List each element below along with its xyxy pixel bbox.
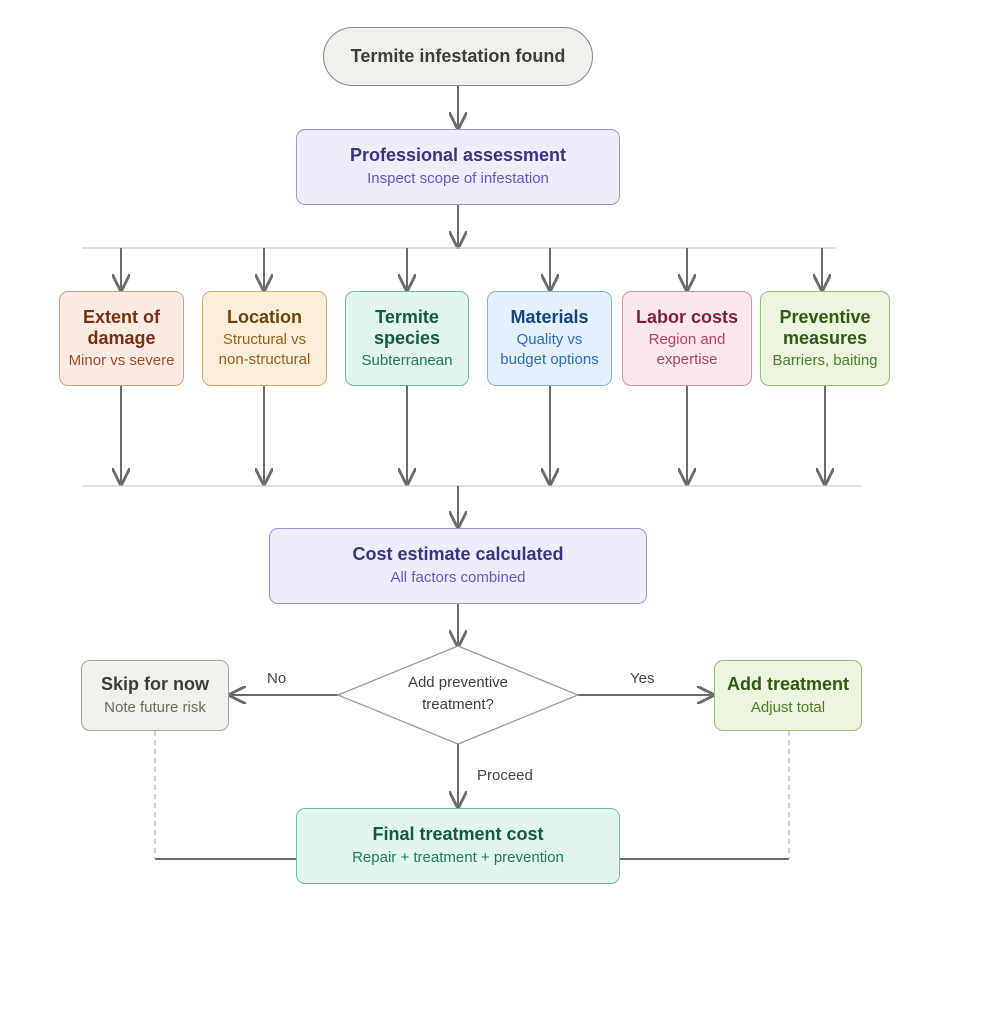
estimate-title: Cost estimate calculated <box>352 544 564 564</box>
edge-label-proceed: Proceed <box>477 767 533 784</box>
add-treatment-node: Add treatment Adjust total <box>714 660 862 731</box>
assessment-node: Professional assessment Inspect scope of… <box>296 129 620 205</box>
start-title: Termite infestation found <box>350 46 566 66</box>
edge-label-yes: Yes <box>630 670 655 687</box>
factor-subtitle: Structural vs non-structural <box>218 331 311 368</box>
final-cost-node: Final treatment cost Repair + treatment … <box>296 808 620 884</box>
skip-title: Skip for now <box>101 673 209 694</box>
factor-subtitle: Region and expertise <box>648 331 726 368</box>
skip-subtitle: Note future risk <box>104 698 206 716</box>
factor-location: Location Structural vs non-structural <box>202 291 327 386</box>
factor-labor-costs: Labor costs Region and expertise <box>622 291 752 386</box>
factor-title: Termite species <box>373 306 441 348</box>
add-subtitle: Adjust total <box>750 698 826 716</box>
factor-title: Location <box>227 307 302 327</box>
add-title: Add treatment <box>726 673 849 694</box>
factor-subtitle: Minor vs severe <box>68 351 175 369</box>
factor-title: Preventive measures <box>779 306 871 348</box>
decision-diamond <box>336 645 580 745</box>
edge-label-no: No <box>267 670 287 687</box>
assessment-subtitle: Inspect scope of infestation <box>367 170 549 187</box>
final-subtitle: Repair + treatment + prevention <box>352 849 564 866</box>
factor-title: Extent of damage <box>82 306 160 348</box>
factor-preventive-measures: Preventive measures Barriers, baiting <box>760 291 890 386</box>
factor-subtitle: Subterranean <box>361 351 453 369</box>
factor-subtitle: Quality vs budget options <box>500 331 599 368</box>
factor-materials: Materials Quality vs budget options <box>487 291 612 386</box>
factor-subtitle: Barriers, baiting <box>772 351 878 369</box>
estimate-node: Cost estimate calculated All factors com… <box>269 528 647 604</box>
assessment-title: Professional assessment <box>349 145 567 165</box>
final-title: Final treatment cost <box>372 824 544 844</box>
factor-title: Materials <box>510 307 589 327</box>
start-node: Termite infestation found <box>323 27 593 86</box>
factor-termite-species: Termite species Subterranean <box>345 291 469 386</box>
factor-extent-of-damage: Extent of damage Minor vs severe <box>59 291 184 386</box>
estimate-subtitle: All factors combined <box>390 569 526 586</box>
skip-node: Skip for now Note future risk <box>81 660 229 731</box>
decision-label: Add preventive treatment? <box>407 674 509 713</box>
factor-title: Labor costs <box>635 307 739 327</box>
